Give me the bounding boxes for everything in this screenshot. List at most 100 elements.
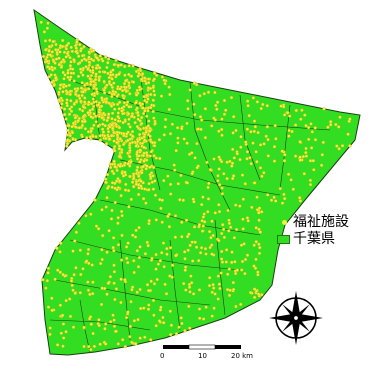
facility-point [112, 281, 116, 285]
facility-point [111, 68, 115, 72]
facility-point [101, 111, 106, 116]
facility-point [104, 55, 108, 59]
facility-point [120, 171, 124, 175]
facility-point [182, 137, 186, 141]
facility-point [139, 184, 143, 188]
facility-point [253, 181, 257, 185]
facility-point [70, 49, 74, 54]
facility-point [133, 235, 138, 239]
facility-point [99, 302, 104, 307]
facility-point [257, 251, 262, 256]
facility-point [124, 79, 128, 83]
facility-point [123, 64, 127, 69]
facility-point [232, 156, 236, 160]
facility-point [67, 123, 71, 128]
facility-point [334, 122, 338, 127]
facility-point [218, 157, 222, 162]
facility-point [54, 42, 58, 47]
facility-point [308, 182, 313, 187]
facility-point [128, 324, 133, 329]
facility-point [112, 263, 116, 267]
facility-point [65, 43, 69, 48]
facility-point [214, 103, 218, 108]
facility-point [262, 171, 266, 175]
facility-point [59, 60, 64, 64]
facility-point [66, 128, 70, 133]
facility-point [256, 270, 260, 274]
facility-point [124, 315, 129, 320]
facility-point [97, 318, 101, 322]
facility-point [145, 100, 149, 104]
facility-point [174, 148, 178, 153]
facility-point [96, 103, 101, 107]
facility-point [120, 150, 124, 155]
facility-point [257, 206, 262, 210]
facility-point [122, 81, 127, 86]
facility-point [188, 88, 192, 92]
facility-point [93, 77, 98, 82]
facility-point [138, 160, 142, 164]
facility-point [117, 144, 122, 148]
facility-point [289, 178, 293, 182]
facility-point [144, 126, 148, 130]
facility-point [81, 66, 85, 71]
facility-point [96, 124, 100, 128]
facility-point [210, 219, 214, 223]
facility-point [138, 68, 143, 73]
facility-point [192, 102, 196, 106]
facility-point [107, 137, 112, 141]
facility-point [255, 195, 259, 199]
facility-point [101, 233, 105, 238]
facility-point [146, 81, 151, 85]
facility-point [151, 187, 156, 191]
facility-point [86, 252, 90, 256]
facility-point [288, 114, 292, 118]
facility-point [287, 128, 291, 133]
facility-point [265, 104, 269, 108]
facility-point [264, 134, 268, 138]
facility-point [112, 81, 116, 85]
facility-point [46, 21, 50, 25]
facility-point [260, 293, 264, 297]
facility-point [329, 120, 333, 124]
facility-point [272, 195, 276, 200]
facility-point [312, 168, 316, 172]
facility-point [91, 79, 96, 84]
facility-point [220, 231, 224, 236]
facility-point [134, 182, 138, 186]
facility-point [128, 145, 132, 150]
facility-point [110, 77, 114, 81]
facility-point [62, 77, 66, 81]
facility-point [298, 155, 302, 159]
facility-point [161, 241, 166, 245]
facility-point [66, 138, 70, 142]
facility-point [146, 77, 151, 81]
facility-point [85, 81, 89, 86]
facility-point [68, 314, 73, 319]
scale-label-0: 0 [160, 352, 165, 360]
facility-point [273, 123, 277, 128]
facility-point [274, 199, 278, 203]
facility-point [184, 288, 188, 292]
facility-point [68, 297, 72, 301]
facility-point [148, 134, 152, 138]
facility-point [145, 240, 149, 245]
facility-point [141, 164, 145, 169]
facility-point [180, 220, 184, 224]
facility-point [132, 185, 136, 189]
facility-point [100, 208, 104, 212]
facility-point [205, 160, 209, 165]
facility-point [122, 131, 126, 136]
facility-point [99, 261, 103, 266]
facility-point [241, 227, 245, 231]
facility-point [103, 286, 107, 291]
facility-point [42, 30, 47, 34]
facility-point [65, 101, 69, 105]
facility-point [115, 140, 119, 145]
facility-point [86, 247, 91, 252]
facility-point [187, 285, 192, 289]
facility-point [298, 158, 302, 162]
facility-point [152, 116, 156, 120]
facility-point [135, 106, 139, 110]
facility-point [252, 243, 256, 247]
